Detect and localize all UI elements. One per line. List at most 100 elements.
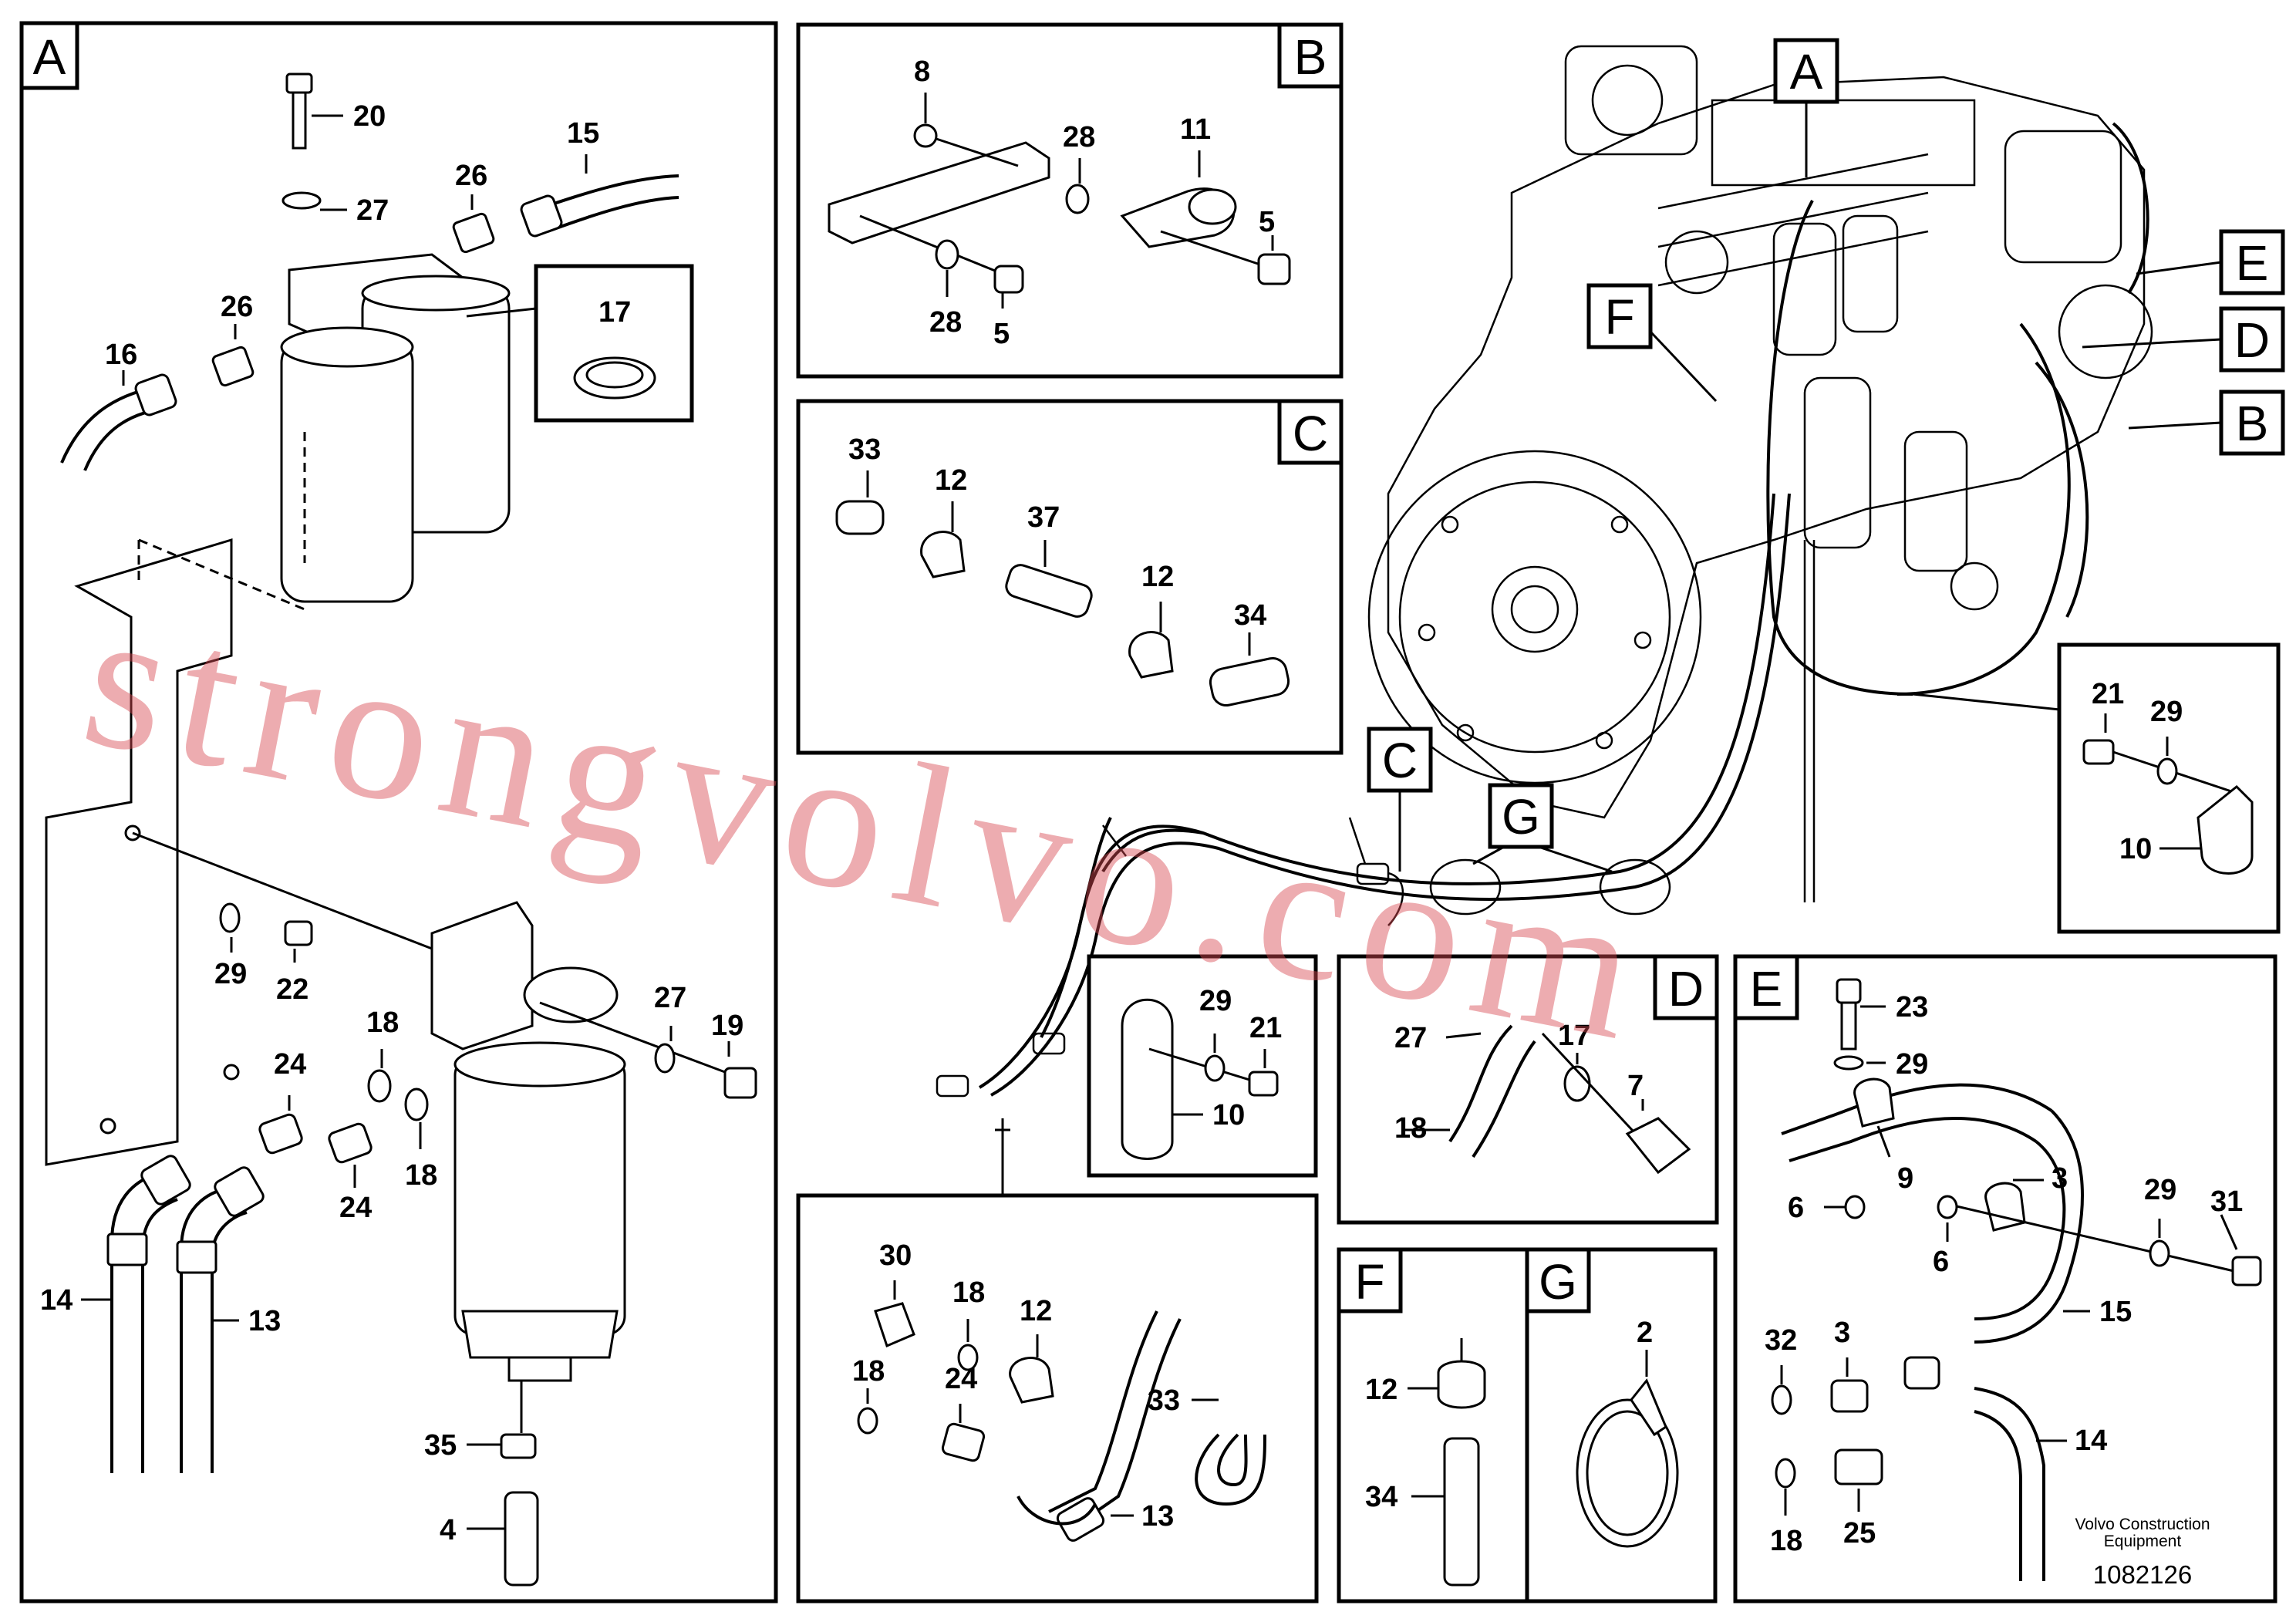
label-18b: 18 bbox=[405, 1159, 437, 1192]
panel-f: F 12 34 bbox=[1337, 1247, 1551, 1603]
label-14: 14 bbox=[40, 1284, 72, 1317]
washer-29-e2 bbox=[2149, 1239, 2170, 1267]
panel-b-letter: B bbox=[1294, 29, 1327, 85]
label-15: 15 bbox=[567, 117, 599, 150]
label-35: 35 bbox=[424, 1429, 457, 1462]
washer-29 bbox=[219, 902, 241, 933]
seal-18-e bbox=[1775, 1458, 1796, 1489]
label-29-e2: 29 bbox=[2144, 1174, 2176, 1206]
label-14-e: 14 bbox=[2075, 1425, 2107, 1457]
label-27-d: 27 bbox=[1394, 1022, 1427, 1054]
adapter-24c bbox=[941, 1422, 986, 1462]
label-28a: 28 bbox=[1063, 121, 1095, 153]
panel-g-letter: G bbox=[1539, 1254, 1577, 1310]
bolt-31 bbox=[2231, 1256, 2262, 1286]
clamp-3a bbox=[1984, 1182, 2026, 1232]
seal-32 bbox=[1771, 1384, 1792, 1415]
label-24b: 24 bbox=[339, 1192, 372, 1224]
label-17: 17 bbox=[598, 296, 631, 329]
svg-text:E: E bbox=[2236, 235, 2269, 291]
bolt-5a bbox=[1257, 253, 1291, 285]
pipes-13-14 bbox=[106, 1155, 265, 1473]
seal-18d bbox=[857, 1407, 878, 1435]
fitting-26-lower bbox=[211, 346, 255, 387]
label-31: 31 bbox=[2210, 1185, 2243, 1218]
label-21a: 21 bbox=[2092, 678, 2124, 710]
svg-text:A: A bbox=[1790, 44, 1823, 99]
company-line1: Volvo Construction bbox=[2075, 1516, 2210, 1533]
callout-b: B bbox=[2128, 389, 2285, 456]
panel-e-letter: E bbox=[1750, 961, 1783, 1017]
panel-c: C 33 12 37 12 34 bbox=[796, 399, 1344, 755]
label-32: 32 bbox=[1765, 1324, 1797, 1357]
label-25: 25 bbox=[1843, 1517, 1876, 1549]
seal-18c bbox=[957, 1344, 979, 1371]
callout-e: E bbox=[2136, 229, 2285, 295]
label-10a: 10 bbox=[2119, 833, 2152, 865]
spacer-6a bbox=[1844, 1195, 1866, 1219]
label-27a: 27 bbox=[356, 194, 389, 227]
company-line2: Equipment bbox=[2104, 1533, 2182, 1550]
bolt-5b bbox=[993, 265, 1024, 294]
label-19: 19 bbox=[711, 1010, 743, 1042]
bolt-21 bbox=[2082, 739, 2115, 765]
plug-30 bbox=[874, 1302, 915, 1348]
callout-c: C bbox=[1367, 727, 1433, 872]
adapter-25 bbox=[1834, 1448, 1883, 1485]
label-28b: 28 bbox=[929, 306, 962, 339]
washer-28a bbox=[1065, 184, 1090, 214]
clip-10b bbox=[1121, 998, 1174, 1160]
panel-bottom-detail: 30 18 12 18 24 33 13 bbox=[796, 1118, 1319, 1603]
label-12f: 12 bbox=[1365, 1374, 1397, 1406]
svg-text:D: D bbox=[2234, 312, 2270, 368]
label-18a: 18 bbox=[366, 1007, 399, 1039]
label-20: 20 bbox=[353, 100, 386, 133]
clip-10 bbox=[2197, 784, 2254, 875]
panel-d: D 27 17 18 7 bbox=[1337, 954, 1719, 1225]
bolt-22 bbox=[284, 920, 313, 946]
washer-27 bbox=[282, 191, 322, 210]
label-18c: 18 bbox=[952, 1276, 985, 1309]
label-15-e: 15 bbox=[2099, 1296, 2132, 1328]
label-23: 23 bbox=[1896, 991, 1928, 1023]
seal-18a bbox=[367, 1069, 392, 1103]
panel-a-letter: A bbox=[33, 29, 66, 85]
label-18d: 18 bbox=[852, 1355, 885, 1388]
label-7: 7 bbox=[1627, 1070, 1644, 1102]
label-37: 37 bbox=[1027, 501, 1060, 534]
panel-e: E 23 29 9 3 6 6 29 31 15 bbox=[1733, 954, 2277, 1603]
label-5b: 5 bbox=[993, 318, 1010, 350]
label-3a: 3 bbox=[2052, 1162, 2068, 1195]
bolt-20 bbox=[285, 73, 313, 150]
label-11: 11 bbox=[1180, 113, 1211, 146]
label-29b: 29 bbox=[2150, 696, 2183, 728]
panel-d-letter: D bbox=[1668, 961, 1704, 1017]
clamp-12f bbox=[1437, 1360, 1486, 1409]
hose-34f bbox=[1443, 1437, 1480, 1587]
label-12c: 12 bbox=[1020, 1295, 1052, 1327]
panel-bracket-detail: 21 29 10 bbox=[1912, 642, 2281, 934]
fitting-26-upper bbox=[452, 212, 495, 254]
label-30: 30 bbox=[879, 1239, 912, 1272]
svg-text:B: B bbox=[2236, 396, 2269, 451]
callout-a: A bbox=[1773, 38, 1839, 177]
fuel-filter-assembly bbox=[280, 253, 511, 603]
adapter-3 bbox=[1830, 1379, 1869, 1413]
label-29-e1: 29 bbox=[1896, 1048, 1928, 1081]
clamp-12c bbox=[1009, 1357, 1054, 1404]
clamp-12a bbox=[920, 531, 966, 578]
adapter-24a bbox=[258, 1113, 303, 1155]
callout-d: D bbox=[2082, 306, 2285, 373]
seal-18b bbox=[404, 1088, 429, 1121]
label-34f: 34 bbox=[1365, 1481, 1397, 1513]
nut-8 bbox=[913, 123, 938, 148]
label-3b: 3 bbox=[1834, 1317, 1850, 1349]
label-5a: 5 bbox=[1259, 206, 1275, 238]
panel-b: B 8 28 11 5 28 5 bbox=[796, 22, 1344, 379]
clamp-12b bbox=[1128, 631, 1174, 679]
svg-text:C: C bbox=[1382, 733, 1418, 788]
label-16: 16 bbox=[105, 339, 137, 371]
callout-g: G bbox=[1472, 783, 1613, 873]
washer-29b bbox=[2156, 757, 2178, 785]
svg-text:F: F bbox=[1604, 289, 1634, 345]
